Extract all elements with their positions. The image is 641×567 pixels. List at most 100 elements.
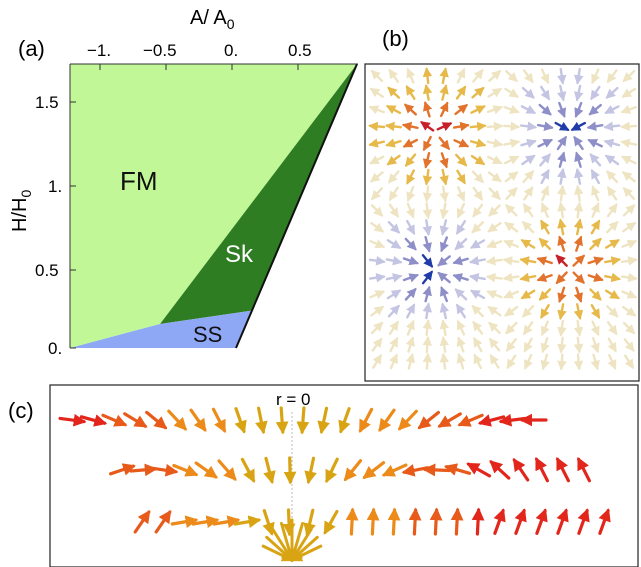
lattice-spin-arrow bbox=[473, 337, 483, 353]
lattice-spin-arrow bbox=[505, 338, 517, 352]
lattice-spin-arrow bbox=[538, 103, 552, 116]
lattice-spin-arrow bbox=[369, 239, 386, 249]
fm-label: FM bbox=[120, 166, 158, 196]
lattice-spin-arrow bbox=[504, 305, 519, 317]
lattice-spin-arrow bbox=[389, 353, 398, 370]
lattice-spin-arrow bbox=[604, 272, 621, 283]
lattice-spin-arrow bbox=[485, 272, 503, 283]
lattice-spin-arrow bbox=[404, 237, 417, 251]
lattice-spin-arrow bbox=[406, 185, 416, 202]
lattice-spin-arrow bbox=[471, 86, 485, 99]
lattice-spin-arrow bbox=[555, 254, 568, 267]
lattice-spin-arrow bbox=[590, 304, 601, 319]
top-tick-label: 0.5 bbox=[288, 41, 312, 60]
lattice-spin-arrow bbox=[439, 67, 449, 85]
lattice-spin-arrow bbox=[439, 335, 450, 353]
lattice-spin-arrow bbox=[540, 68, 550, 85]
profile-spin-arrow bbox=[189, 408, 207, 432]
lattice-spin-arrow bbox=[540, 353, 550, 371]
lattice-spin-arrow bbox=[439, 152, 449, 169]
profile-spin-arrow bbox=[233, 515, 262, 529]
lattice-spin-arrow bbox=[523, 337, 533, 353]
lattice-spin-arrow bbox=[370, 305, 385, 317]
lattice-spin-arrow bbox=[406, 219, 416, 235]
left-tick-label: 1. bbox=[48, 177, 62, 196]
lattice-spin-arrow bbox=[439, 236, 449, 253]
lattice-spin-arrow bbox=[590, 169, 600, 185]
lattice-spin-arrow bbox=[554, 121, 570, 132]
lattice-spin-arrow bbox=[406, 67, 416, 84]
lattice-spin-arrow bbox=[603, 121, 621, 132]
phase-boundary bbox=[235, 63, 358, 349]
profile-spin-arrow bbox=[303, 508, 316, 537]
profile-spin-arrow bbox=[58, 413, 87, 427]
lattice-spin-arrow bbox=[624, 354, 634, 370]
lattice-spin-arrow bbox=[369, 87, 384, 98]
ss-region bbox=[70, 310, 256, 348]
lattice-spin-arrow bbox=[470, 289, 486, 300]
lattice-spin-arrow bbox=[555, 271, 568, 285]
lattice-spin-arrow bbox=[540, 304, 550, 319]
lattice-spin-arrow bbox=[422, 84, 433, 101]
lattice-spin-arrow bbox=[573, 201, 584, 219]
sk-label: Sk bbox=[225, 241, 254, 268]
lattice-spin-arrow bbox=[438, 136, 450, 151]
lattice-spin-arrow bbox=[422, 135, 432, 152]
profile-spin-arrow bbox=[437, 412, 462, 428]
lattice-spin-arrow bbox=[370, 171, 384, 183]
lattice-spin-arrow bbox=[521, 154, 536, 166]
lattice-spin-arrow bbox=[573, 319, 584, 337]
lattice-spin-arrow bbox=[557, 101, 567, 118]
lattice-spin-arrow bbox=[471, 170, 484, 184]
lattice-spin-arrow bbox=[456, 185, 466, 202]
lattice-spin-arrow bbox=[422, 219, 433, 236]
lattice-spin-arrow bbox=[503, 104, 520, 114]
left-ticks bbox=[70, 101, 76, 349]
profile-spin-arrow bbox=[362, 461, 386, 479]
profile-spin-arrow bbox=[240, 457, 256, 483]
lattice-spin-arrow bbox=[573, 235, 583, 252]
lattice-spin-arrow bbox=[388, 320, 399, 335]
lattice-spin-arrow bbox=[486, 121, 504, 132]
lattice-spin-arrow bbox=[486, 239, 503, 249]
profile-spin-arrow bbox=[444, 463, 472, 476]
lattice-spin-arrow bbox=[607, 186, 618, 201]
lattice-spin-arrow bbox=[557, 235, 567, 252]
lattice-spin-arrow bbox=[557, 319, 567, 337]
lattice-spin-arrow bbox=[557, 336, 567, 354]
lattice-spin-arrow bbox=[488, 70, 502, 82]
lattice-spin-arrow bbox=[537, 138, 554, 148]
profile-spin-arrow bbox=[133, 509, 151, 534]
lattice-spin-arrow bbox=[557, 303, 567, 320]
lattice-spin-arrow bbox=[439, 319, 450, 337]
lattice-spin-arrow bbox=[469, 255, 486, 266]
profile-spin-arrow bbox=[296, 406, 310, 435]
lattice-spin-arrow bbox=[454, 237, 468, 251]
lattice-spin-arrow bbox=[456, 353, 466, 370]
lattice-spin-arrow bbox=[387, 86, 401, 99]
lattice-spin-arrow bbox=[369, 290, 386, 300]
lattice-spin-arrow bbox=[368, 272, 386, 283]
lattice-spin-arrow bbox=[470, 154, 486, 166]
profile-spin-arrow bbox=[212, 515, 241, 529]
top-tick-label: −1. bbox=[87, 41, 111, 60]
lattice-spin-arrow bbox=[589, 237, 602, 251]
lattice-spin-arrow bbox=[439, 84, 449, 101]
lattice-spin-arrow bbox=[524, 354, 533, 370]
profile-spin-arrow bbox=[317, 406, 330, 435]
lattice-spin-arrow bbox=[486, 105, 504, 115]
profile-spin-arrow bbox=[555, 457, 571, 483]
lattice-spin-arrow bbox=[573, 218, 584, 236]
lattice-spin-arrow bbox=[422, 235, 432, 253]
lattice-spin-arrow bbox=[389, 336, 399, 353]
lattice-spin-arrow bbox=[405, 352, 416, 370]
spin-profile-frame bbox=[49, 384, 639, 567]
lattice-spin-arrow bbox=[370, 69, 384, 83]
lattice-spin-arrow bbox=[422, 302, 433, 320]
lattice-spin-arrow bbox=[557, 201, 567, 219]
lattice-spin-arrow bbox=[487, 171, 502, 183]
lattice-spin-arrow bbox=[606, 69, 618, 84]
lattice-spin-arrow bbox=[573, 336, 584, 354]
lattice-spin-arrow bbox=[540, 219, 550, 235]
